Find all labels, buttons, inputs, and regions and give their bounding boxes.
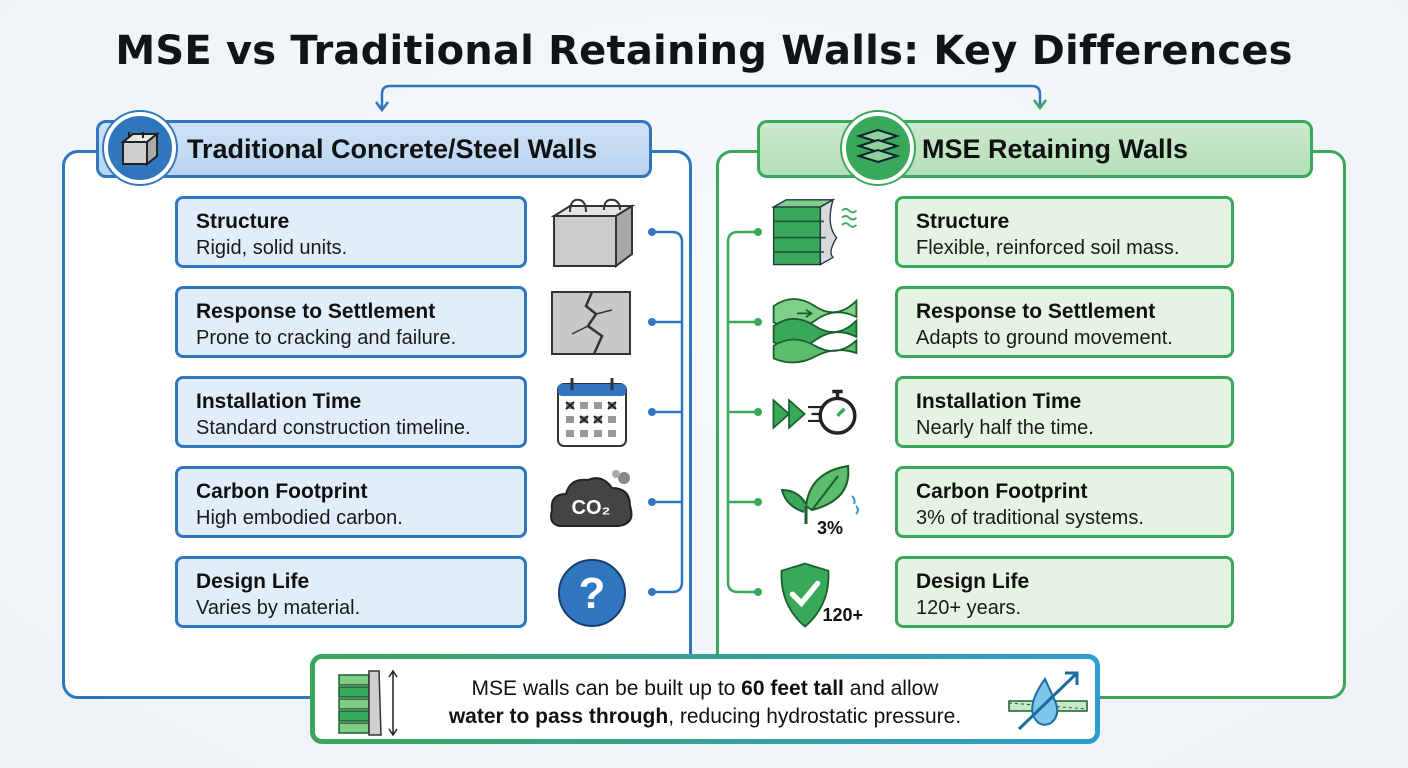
traditional-header-label: Traditional Concrete/Steel Walls [187, 133, 598, 164]
page-title: MSE vs Traditional Retaining Walls: Key … [115, 28, 1293, 74]
bottom-callout: MSE walls can be built up to 60 feet tal… [310, 654, 1100, 744]
card-heading: Installation Time [196, 390, 362, 413]
mse-installation-card: Installation Time Nearly half the time. [895, 376, 1234, 448]
card-heading: Installation Time [916, 390, 1082, 413]
card-description: Flexible, reinforced soil mass. [916, 237, 1180, 259]
leaf-icon: 3% [780, 464, 859, 538]
card-description: Prone to cracking and failure. [196, 327, 457, 349]
card-heading: Response to Settlement [916, 300, 1156, 323]
bottom-callout-text: MSE walls can be built up to 60 feet tal… [415, 675, 995, 731]
wall-height-icon [338, 669, 398, 737]
card-heading: Design Life [196, 570, 310, 593]
card-heading: Structure [196, 210, 290, 233]
card-description: 120+ years. [916, 597, 1022, 619]
traditional-carbon-card: Carbon Footprint High embodied carbon. [175, 466, 527, 538]
card-description: Adapts to ground movement. [916, 327, 1173, 349]
mse-settlement-card: Response to Settlement Adapts to ground … [895, 286, 1234, 358]
percent-label: 3% [817, 518, 843, 538]
card-description: Varies by material. [196, 597, 361, 619]
traditional-design-life-card: Design Life Varies by material. [175, 556, 527, 628]
mse-structure-card: Structure Flexible, reinforced soil mass… [895, 196, 1234, 268]
card-description: Rigid, solid units. [196, 237, 348, 259]
layers-badge-icon [842, 112, 914, 184]
callout-text-3: , reducing hydrostatic pressure. [668, 705, 962, 728]
card-heading: Carbon Footprint [196, 480, 368, 503]
card-description: High embodied carbon. [196, 507, 403, 529]
shield-check-icon: 120+ [780, 562, 864, 628]
traditional-header: Traditional Concrete/Steel Walls [96, 120, 652, 178]
question-icon: ? [558, 559, 626, 627]
fast-forward-stopwatch-icon [772, 389, 857, 435]
traditional-structure-card: Structure Rigid, solid units. [175, 196, 527, 268]
traditional-installation-card: Installation Time Standard construction … [175, 376, 527, 448]
mse-header-label: MSE Retaining Walls [922, 133, 1189, 164]
card-heading: Design Life [916, 570, 1030, 593]
water-drop-icon [1008, 671, 1088, 731]
concrete-block-badge-icon [104, 112, 176, 184]
co2-label: CO₂ [572, 497, 611, 519]
card-heading: Structure [916, 210, 1010, 233]
card-heading: Response to Settlement [196, 300, 436, 323]
card-description: Nearly half the time. [916, 417, 1094, 439]
question-mark-label: ? [579, 569, 606, 618]
reinforced-soil-icon [771, 198, 858, 266]
callout-bold-2: water to pass through [448, 705, 669, 728]
wave-layers-icon [772, 298, 858, 364]
callout-text-2: and allow [843, 677, 939, 700]
cracked-block-icon [551, 291, 631, 355]
mse-header: MSE Retaining Walls [757, 120, 1313, 178]
mse-design-life-card: Design Life 120+ years. [895, 556, 1234, 628]
mse-carbon-card: Carbon Footprint 3% of traditional syste… [895, 466, 1234, 538]
card-description: 3% of traditional systems. [916, 507, 1144, 529]
card-heading: Carbon Footprint [916, 480, 1088, 503]
callout-bold-1: 60 feet tall [741, 677, 844, 700]
calendar-icon [557, 378, 627, 447]
co2-cloud-icon: CO₂ [550, 470, 633, 527]
card-description: Standard construction timeline. [196, 417, 471, 439]
concrete-block-icon [550, 198, 636, 268]
callout-text-1: MSE walls can be built up to [471, 677, 742, 700]
years-label: 120+ [823, 605, 864, 625]
traditional-settlement-card: Response to Settlement Prone to cracking… [175, 286, 527, 358]
